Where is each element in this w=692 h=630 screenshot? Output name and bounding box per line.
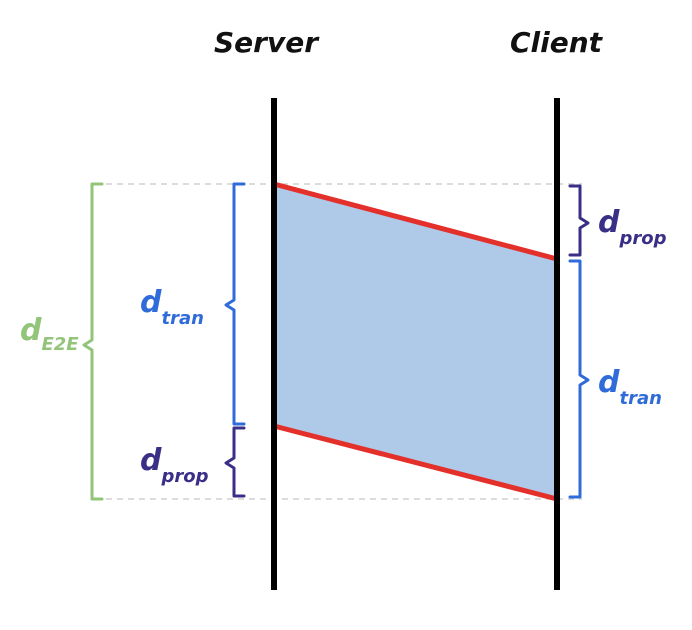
- packet-first-bit-edge: [273, 181, 558, 262]
- server-prop-label-main: d: [140, 443, 162, 478]
- client-prop-label-sub: prop: [618, 228, 666, 249]
- server-tran-label: dtran: [140, 285, 204, 329]
- client-tran-label-main: d: [598, 365, 620, 400]
- client-prop-label-main: d: [598, 205, 620, 240]
- client-tran-brace: [568, 259, 590, 499]
- server-header: Server: [214, 26, 320, 59]
- server-tran-brace: [224, 182, 246, 426]
- packet-last-bit-edge: [273, 423, 558, 502]
- client-header: Client: [510, 26, 604, 59]
- server-tran-label-main: d: [140, 285, 162, 320]
- e2e-label-sub: E2E: [41, 334, 79, 355]
- server-prop-label: dprop: [140, 443, 209, 487]
- client-prop-brace: [568, 184, 590, 257]
- e2e-label: dE2E: [20, 313, 79, 355]
- server-prop-label-sub: prop: [160, 466, 208, 487]
- packet-transfer-area: [274, 184, 557, 499]
- server-prop-brace: [224, 426, 246, 498]
- client-prop-label: dprop: [598, 205, 667, 249]
- e2e-label-main: d: [20, 313, 42, 348]
- e2e-brace: [82, 182, 104, 501]
- client-tran-label: dtran: [598, 365, 662, 409]
- server-tran-label-sub: tran: [161, 308, 203, 329]
- client-tran-label-sub: tran: [619, 388, 661, 409]
